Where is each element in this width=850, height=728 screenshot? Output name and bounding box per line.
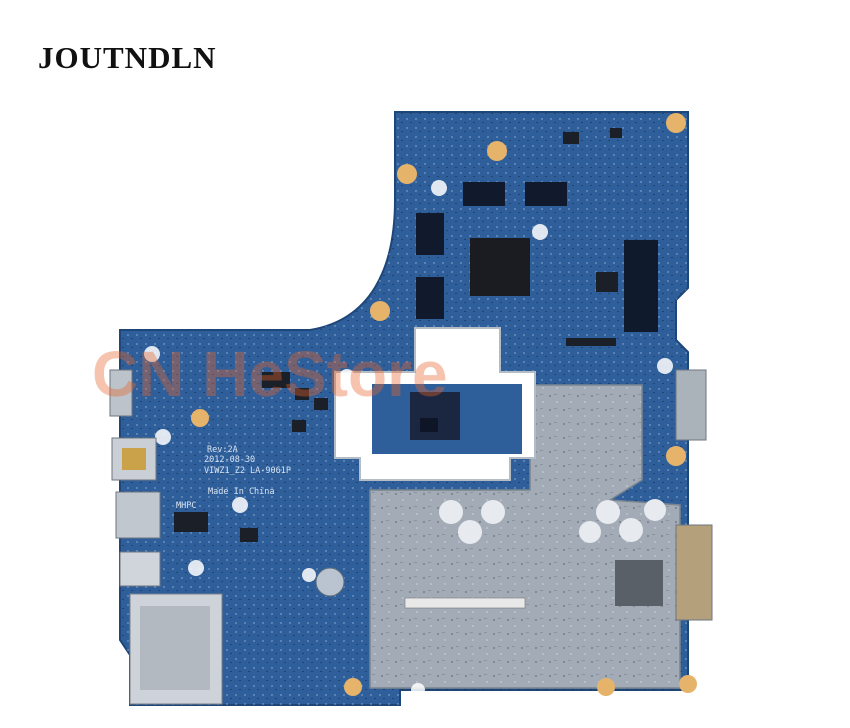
origin-label: Made In China	[208, 487, 275, 497]
model-label: VIWZ1_Z2 LA-9061P	[204, 466, 291, 476]
chipset	[470, 238, 530, 296]
lan-chip-label: MHPC	[176, 501, 196, 511]
rev-label: Rev:2A	[207, 445, 238, 455]
watermark: CN HeStore	[92, 338, 448, 410]
date-label: 2012-08-30	[204, 455, 255, 465]
brand-logo-text: JOUTNDLN	[38, 40, 217, 75]
lan-port	[115, 491, 161, 539]
vga-port	[109, 369, 133, 417]
usb-port	[119, 551, 161, 587]
